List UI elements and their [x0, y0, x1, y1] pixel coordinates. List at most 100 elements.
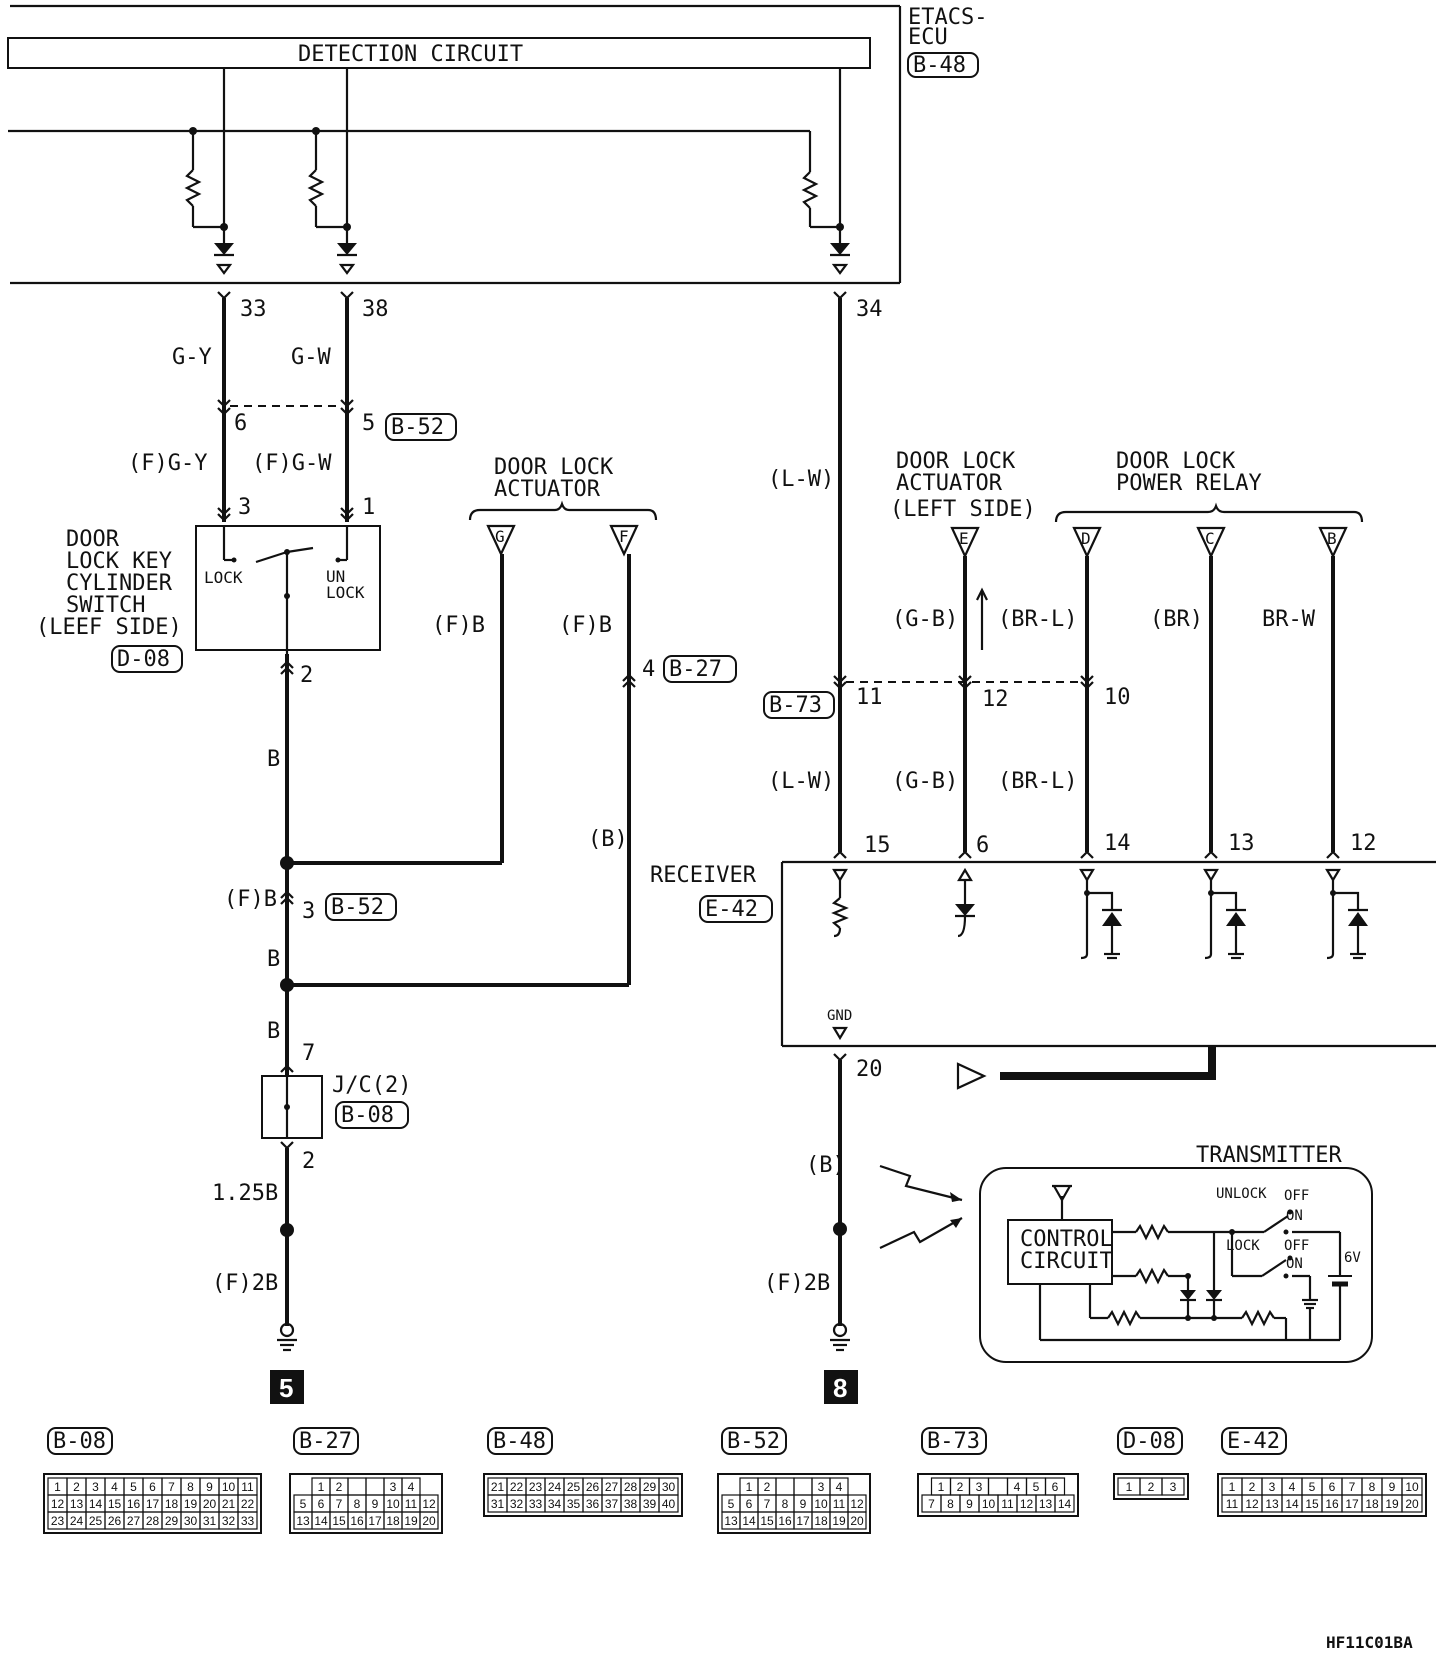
connector-pin-number: 12 [1020, 1497, 1034, 1511]
connector-pin-number: 18 [814, 1514, 828, 1528]
connector-pin-number: 13 [724, 1514, 738, 1528]
switch-label-4: SWITCH [66, 593, 145, 618]
connector-pin-number: 8 [354, 1497, 361, 1511]
connector-pin-number: 13 [70, 1497, 84, 1511]
joint-conn-b52: B-52 [391, 415, 444, 440]
connector-pin-number: 37 [605, 1497, 619, 1511]
connector-pin-number: 36 [586, 1497, 600, 1511]
connector-pin-number: 2 [336, 1480, 343, 1494]
wire-brw: BR-W [1262, 607, 1316, 632]
connector-pin-number: 31 [203, 1514, 217, 1528]
connector-pin-number: 14 [1058, 1497, 1072, 1511]
wire-g-w: G-W [291, 345, 331, 370]
connector-pin-number: 2 [957, 1480, 964, 1494]
connector-pin-number: 11 [405, 1497, 418, 1511]
connector-pin-number: 8 [187, 1480, 194, 1494]
jc-pin-7: 7 [302, 1041, 315, 1066]
etacs-ecu: ETACS- ECU B-48 DETECTION CIRCUIT [7, 4, 987, 285]
switch-pin-2: 2 [300, 663, 313, 688]
receiver-name: RECEIVER [650, 863, 757, 888]
tx-control-1: CONTROL [1020, 1227, 1113, 1252]
connector-pin-number: 1 [1229, 1480, 1236, 1494]
wire-f-g-w: (F)G-W [252, 451, 332, 476]
connector-pin-number: 40 [662, 1497, 676, 1511]
connector-pin-number: 9 [206, 1480, 213, 1494]
wire-fb-ground: (F)B [224, 887, 277, 912]
ground-no-8: 8 [833, 1373, 847, 1403]
connector-pin-number: 30 [662, 1480, 676, 1494]
wire-g-y: G-Y [172, 345, 212, 370]
joint-12: 12 [982, 687, 1009, 712]
connector-pin-number: 13 [296, 1514, 310, 1528]
connector-pin-number: 7 [1349, 1480, 1356, 1494]
connector-pin-number: 18 [165, 1497, 179, 1511]
connector-cell [775, 1477, 795, 1496]
connector-pin-number: 38 [624, 1497, 638, 1511]
right-harness: 34 (L-W) DOOR LOCK ACTUATOR (LEFT SIDE) … [763, 291, 1377, 859]
pin-33: 33 [240, 297, 267, 322]
switch-lock2: LOCK [326, 583, 365, 602]
connector-pin-number: 4 [1289, 1480, 1296, 1494]
act-left-3: (LEFT SIDE) [890, 497, 1036, 522]
ground-badge-5 [270, 1370, 304, 1404]
connector-pin-number: 2 [73, 1480, 80, 1494]
rx-pin-12: 12 [1350, 831, 1377, 856]
actuator-pin-f: F [619, 527, 629, 546]
connector-label: B-27 [299, 1429, 352, 1454]
detection-circuit: DETECTION CIRCUIT [298, 42, 523, 67]
connector-pin-number: 23 [529, 1480, 543, 1494]
connector-pin-number: 12 [1245, 1497, 1259, 1511]
switch-label-5: (LEEF SIDE) [36, 615, 182, 640]
connector-pin-number: 1 [318, 1480, 325, 1494]
connector-pin-number: 4 [836, 1480, 843, 1494]
actuator-f-lower: (B) [588, 827, 628, 852]
connector-pin-number: 39 [643, 1497, 657, 1511]
connector-cell [987, 1477, 1009, 1496]
radio-signal-icon [879, 1164, 963, 1249]
connector-pin-number: 5 [300, 1497, 307, 1511]
connector-pin-number: 14 [1285, 1497, 1299, 1511]
connector-cell [419, 1511, 439, 1530]
ground-joint-conn: B-52 [331, 895, 384, 920]
rx-pin-14: 14 [1104, 831, 1131, 856]
tx-control-2: CIRCUIT [1020, 1249, 1113, 1274]
figure-code: HF11C01BA [1326, 1633, 1413, 1652]
relay-label-1: DOOR LOCK [1116, 449, 1236, 474]
left-harness: 33 G-Y 38 G-W 6 5 B-52 (F)G-Y (F)G-W 3 1 [128, 291, 457, 522]
wire-gb: (G-B) [892, 607, 958, 632]
connector-pin-number: 1 [746, 1480, 753, 1494]
jc-name: J/C(2) [332, 1073, 411, 1098]
connector-pin-number: 8 [1369, 1480, 1376, 1494]
connector-pin-number: 14 [314, 1514, 328, 1528]
tx-off-2: OFF [1284, 1238, 1309, 1254]
actuator-wire-g: (F)B [432, 613, 485, 638]
connector-pin-number: 17 [368, 1514, 382, 1528]
connector-pin-number: 3 [818, 1480, 825, 1494]
jc-connector: B-08 [341, 1103, 394, 1128]
connector-pin-number: 11 [241, 1480, 254, 1494]
actuator-label-2: ACTUATOR [494, 477, 601, 502]
connector-pin-number: 11 [1226, 1497, 1239, 1511]
connector-pin-number: 29 [643, 1480, 657, 1494]
connector-pin-number: 25 [567, 1480, 581, 1494]
connector-pin-number: 2 [1249, 1480, 1256, 1494]
connector-pin-number: 6 [318, 1497, 325, 1511]
pin-6: 6 [234, 411, 247, 436]
receiver-connector: E-42 [705, 897, 758, 922]
pin-b: B [1327, 529, 1337, 548]
tx-lock: LOCK [1226, 1238, 1260, 1254]
connector-pin-number: 32 [510, 1497, 524, 1511]
connector-pin-number: 15 [1305, 1497, 1319, 1511]
connector-pin-number: 20 [1405, 1497, 1419, 1511]
connector-pin-number: 4 [1014, 1480, 1021, 1494]
connector-pin-number: 13 [1265, 1497, 1279, 1511]
connector-pin-number: 3 [976, 1480, 983, 1494]
connector-pin-number: 5 [1309, 1480, 1316, 1494]
wire-f-g-y: (F)G-Y [128, 451, 207, 476]
connector-pin-number: 21 [491, 1480, 505, 1494]
connector-label: B-48 [493, 1429, 546, 1454]
connector-pin-number: 16 [127, 1497, 141, 1511]
